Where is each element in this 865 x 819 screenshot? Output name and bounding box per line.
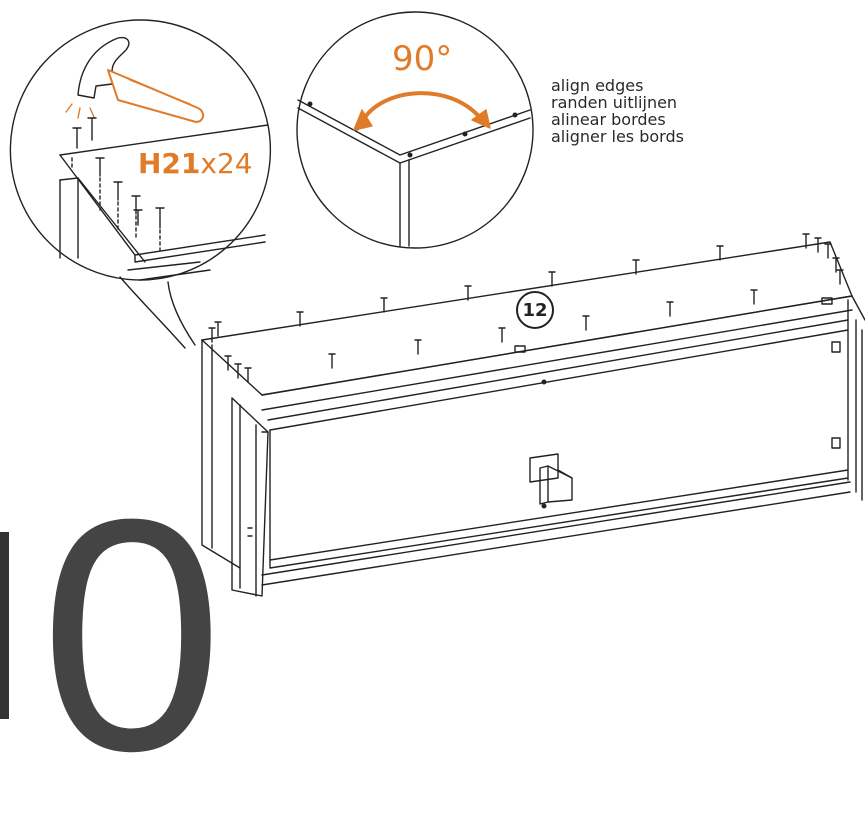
instruction-text: align edges randen uitlijnen alinear bor… bbox=[551, 77, 684, 145]
part-badge: 12 bbox=[516, 291, 554, 329]
instruction-en: align edges bbox=[551, 76, 644, 95]
detail-circle-hammer bbox=[9, 19, 272, 349]
hardware-code: H21 bbox=[138, 147, 201, 180]
screw-icon bbox=[71, 117, 165, 251]
furniture-frame bbox=[201, 241, 865, 597]
angle-arc-icon bbox=[353, 91, 491, 131]
step-bar bbox=[0, 532, 9, 719]
screw-icon bbox=[208, 233, 844, 383]
instruction-es: alinear bordes bbox=[551, 110, 666, 129]
hardware-label: H21x24 bbox=[138, 150, 253, 178]
instruction-nl: randen uitlijnen bbox=[551, 93, 678, 112]
assembly-illustration bbox=[9, 11, 865, 597]
step-number: 0 bbox=[40, 450, 224, 819]
angle-label: 90° bbox=[392, 39, 453, 79]
hammer-icon bbox=[65, 36, 204, 123]
hardware-quantity: x24 bbox=[200, 147, 253, 180]
instruction-fr: aligner les bords bbox=[551, 127, 684, 146]
